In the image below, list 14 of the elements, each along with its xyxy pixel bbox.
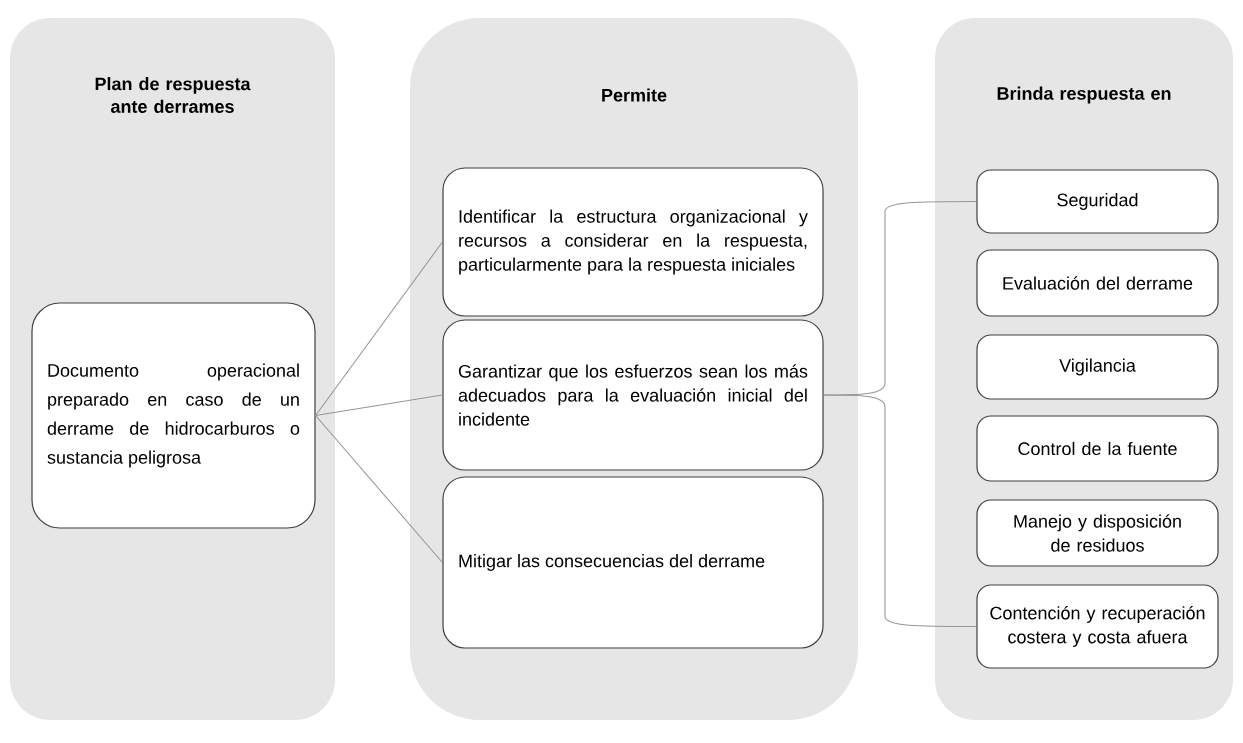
text-box: Seguridad <box>976 169 1219 234</box>
text-box: Garantizar que los esfuerzos sean los más adecuados para la evaluación inicial del incidente <box>442 319 824 471</box>
text-box: Mitigar las consecuencias del derrame <box>442 476 824 649</box>
connector-line <box>315 414 443 564</box>
connector-line <box>823 394 977 628</box>
connector-line <box>315 394 443 417</box>
text-box: Evaluación del derrame <box>976 249 1219 317</box>
text-box: Manejo y disposición de residuos <box>976 499 1219 567</box>
connector-line <box>315 241 443 417</box>
text-box: Documento operacional preparado en caso de un derrame de hidrocarburos o sustancia peligrosa <box>31 302 316 529</box>
text-box: Control de la fuente <box>976 415 1219 482</box>
text-box: Contención y recuperación costera y costa afuera <box>976 584 1219 669</box>
text-box: Vigilancia <box>976 334 1219 400</box>
text-box: Identificar la estructura organizacional y recursos a considerar en la respuesta, particularmente para la respuesta iniciales <box>442 167 824 317</box>
